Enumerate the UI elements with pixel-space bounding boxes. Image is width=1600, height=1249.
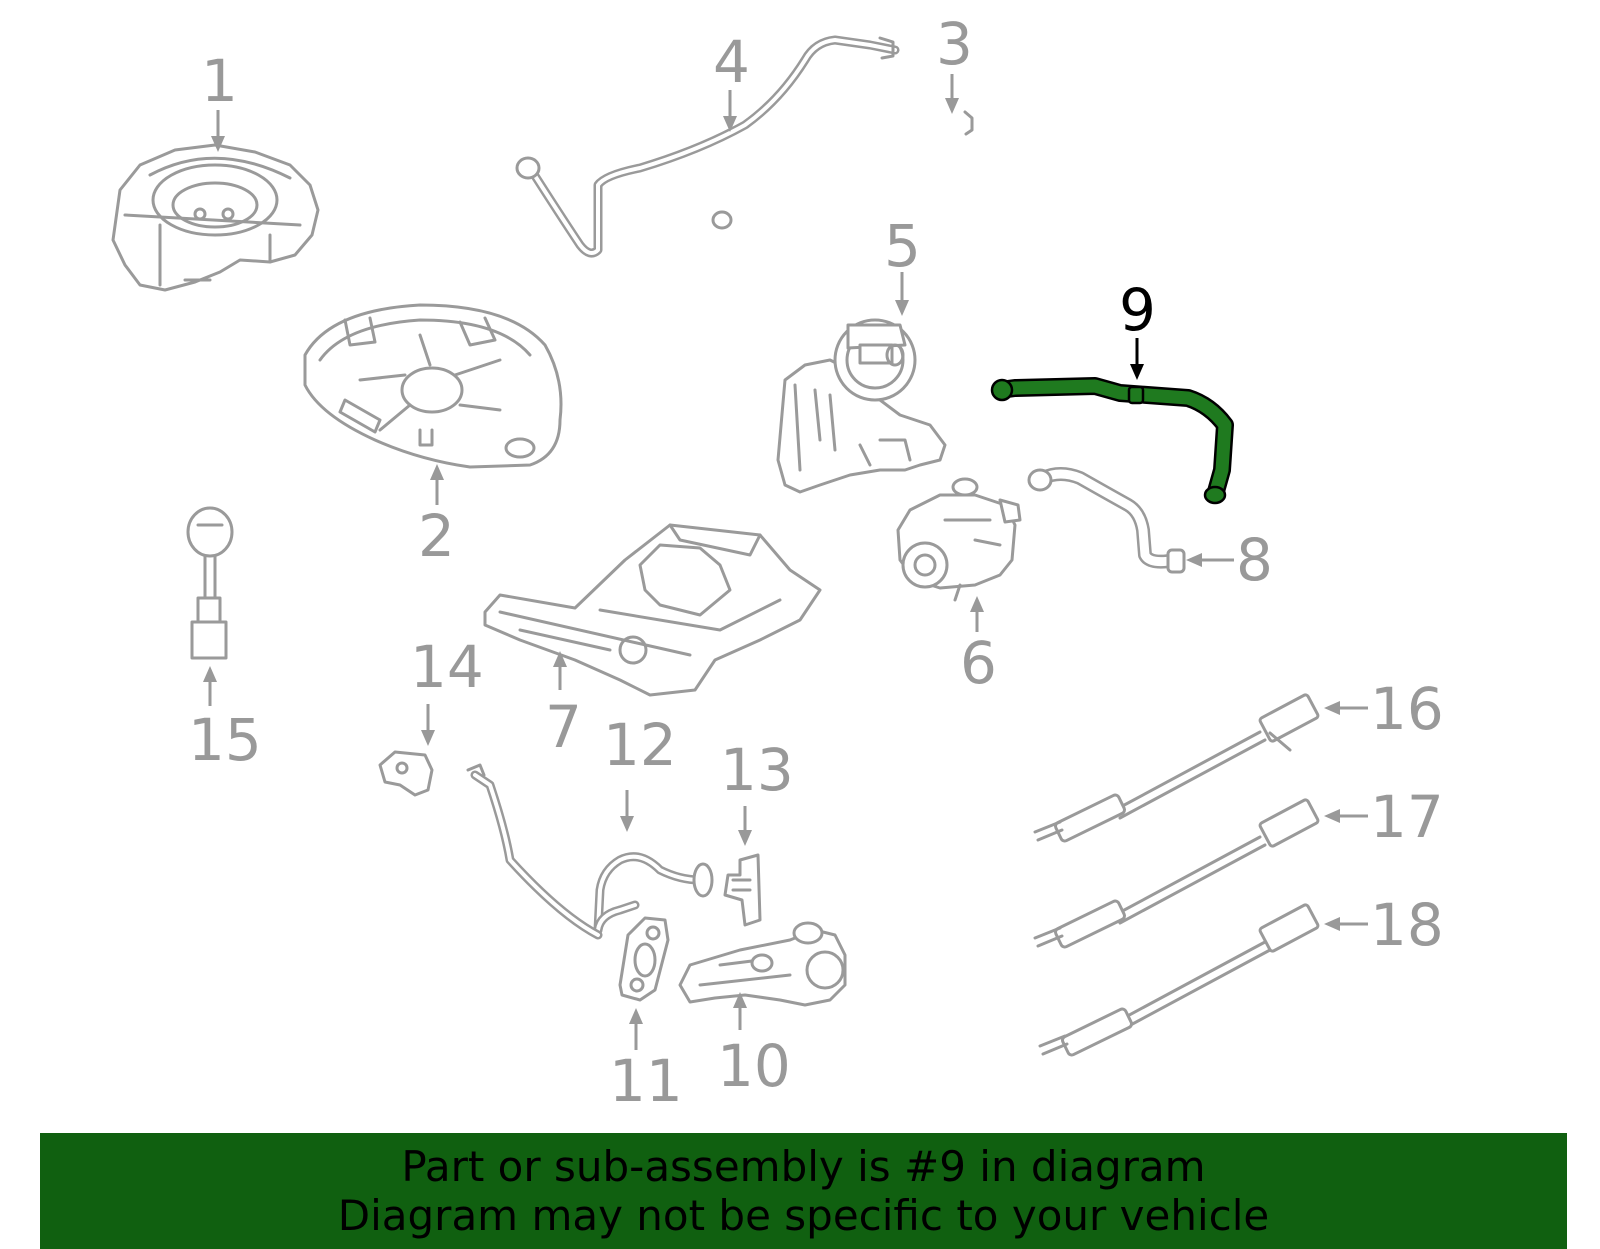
callout-3[interactable]: 3	[936, 10, 973, 78]
callout-2[interactable]: 2	[418, 502, 455, 570]
part-tube[interactable]	[466, 763, 603, 940]
part-8-hose[interactable]	[1027, 467, 1186, 574]
callout-14[interactable]: 14	[410, 633, 484, 701]
callout-10[interactable]: 10	[717, 1032, 791, 1100]
callout-arrows	[203, 74, 1368, 1050]
callout-16[interactable]: 16	[1370, 675, 1444, 743]
callout-13[interactable]: 13	[720, 736, 794, 804]
callout-1[interactable]: 1	[201, 47, 238, 115]
callout-8[interactable]: 8	[1236, 526, 1273, 594]
callout-4[interactable]: 4	[713, 28, 750, 96]
part-10-housing[interactable]	[678, 921, 847, 1007]
part-16-o2-sensor[interactable]	[1033, 693, 1320, 843]
part-5-egr-valve[interactable]	[776, 318, 947, 494]
part-2-shield[interactable]	[303, 303, 563, 469]
part-3-hose[interactable]	[711, 110, 987, 271]
callout-6[interactable]: 6	[960, 629, 997, 697]
part-6-pump[interactable]	[896, 477, 1022, 602]
banner-line-1: Part or sub-assembly is #9 in diagram	[401, 1142, 1206, 1191]
callout-labels: 1 2 3 4 5 6 7 8 9 10 11 12 13 14 15 16 1…	[188, 10, 1444, 1115]
part-11-gasket[interactable]	[618, 916, 670, 1002]
callout-7[interactable]: 7	[545, 693, 582, 761]
part-4-hose[interactable]	[515, 35, 900, 258]
part-15-sensor[interactable]	[186, 506, 234, 660]
callout-9[interactable]: 9	[1119, 276, 1156, 344]
part-18-o2-sensor[interactable]	[1038, 903, 1320, 1057]
callout-17[interactable]: 17	[1370, 783, 1444, 851]
callout-11[interactable]: 11	[609, 1047, 683, 1115]
part-7-manifold[interactable]	[483, 523, 822, 697]
callout-15[interactable]: 15	[188, 706, 262, 774]
part-12-pipe[interactable]	[593, 852, 714, 935]
part-9-highlighted-hose[interactable]	[990, 377, 1234, 505]
part-14-bracket[interactable]	[378, 750, 434, 797]
callout-5[interactable]: 5	[884, 212, 921, 280]
info-banner: Part or sub-assembly is #9 in diagram Di…	[40, 1133, 1567, 1249]
part-1-engine-cover[interactable]	[111, 143, 320, 292]
callout-12[interactable]: 12	[603, 711, 677, 779]
part-17-o2-sensor[interactable]	[1033, 798, 1320, 949]
callout-18[interactable]: 18	[1370, 891, 1444, 959]
part-13-bracket[interactable]	[723, 853, 762, 927]
banner-line-2: Diagram may not be specific to your vehi…	[337, 1191, 1270, 1240]
